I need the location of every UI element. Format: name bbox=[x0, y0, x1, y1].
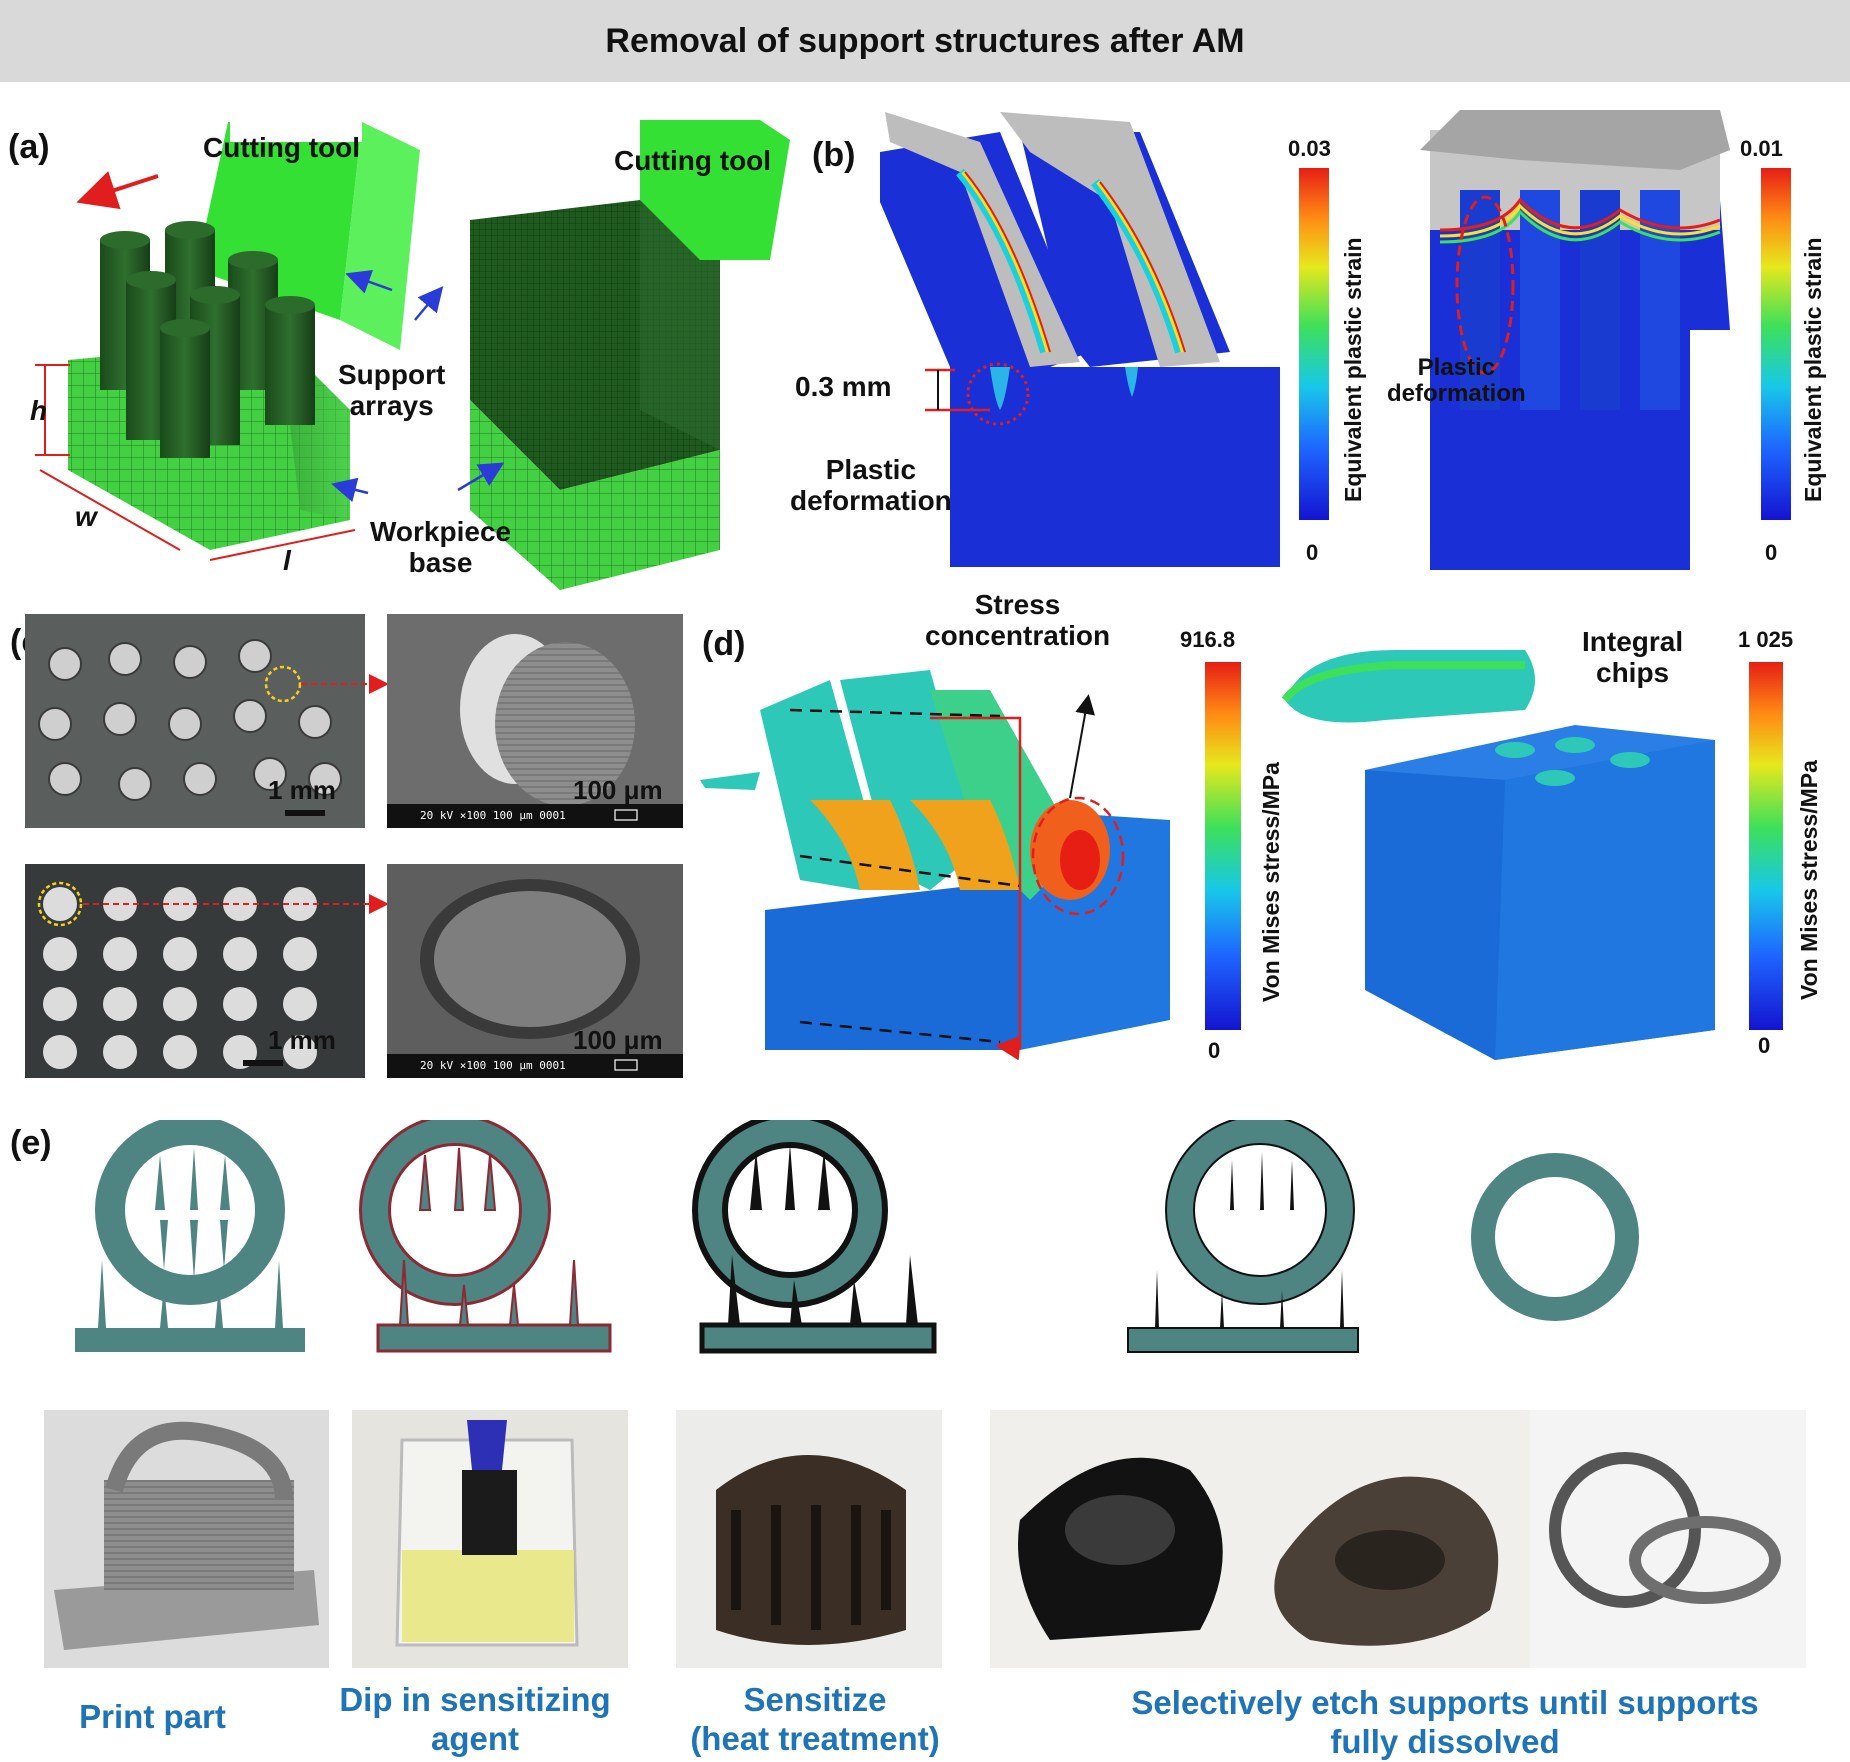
panel-b-left-sim bbox=[880, 112, 1280, 567]
dim-l-label: l bbox=[283, 545, 291, 576]
plastic-deformation-label-left: Plastic deformation bbox=[790, 454, 952, 516]
photo-final-part bbox=[1530, 1410, 1806, 1668]
colorbar-d-right-title: Von Mises stress/MPa bbox=[1796, 760, 1822, 1000]
colorbar-b-right-max: 0.01 bbox=[1740, 136, 1783, 161]
panel-d-left-sim bbox=[700, 670, 1170, 1061]
colorbar-b-left bbox=[1299, 168, 1329, 520]
photo-dip-sensitizing bbox=[352, 1410, 628, 1668]
panel-d-label: (d) bbox=[702, 625, 746, 663]
caption-sensitize: Sensitize (heat treatment) bbox=[690, 1681, 940, 1757]
colorbar-d-left-max: 916.8 bbox=[1180, 627, 1236, 652]
scale-bottom-left: 1 mm bbox=[268, 1025, 336, 1055]
caption-print-part: Print part bbox=[79, 1698, 226, 1735]
colorbar-b-left-min: 0 bbox=[1306, 540, 1319, 565]
caption-etch: Selectively etch supports until supports… bbox=[1131, 1684, 1759, 1760]
colorbar-d-right-min: 0 bbox=[1758, 1033, 1771, 1058]
colorbar-b-left-title: Equivalent plastic strain bbox=[1340, 237, 1366, 502]
photo-sensitize bbox=[676, 1410, 942, 1668]
panel-e-label: (e) bbox=[10, 1124, 52, 1162]
caption-dip: Dip in sensitizing agent bbox=[339, 1681, 611, 1757]
cutting-tool-label-left: Cutting tool bbox=[203, 132, 361, 163]
header-bar: Removal of support structures after AM bbox=[0, 0, 1850, 82]
support-cylinders bbox=[100, 221, 315, 458]
colorbar-b-right bbox=[1761, 168, 1791, 520]
support-arrays-label: Support arrays bbox=[338, 359, 446, 421]
cutting-tool-label-right: Cutting tool bbox=[614, 145, 772, 176]
schematic-print-part bbox=[75, 1120, 305, 1352]
schematic-etch bbox=[1127, 1120, 1359, 1353]
feed-direction-arrow bbox=[76, 171, 159, 210]
dimension-03mm-label: 0.3 mm bbox=[795, 371, 892, 402]
stress-concentration-label: Stress concentration bbox=[925, 589, 1111, 651]
photo-print-part bbox=[44, 1410, 329, 1668]
colorbar-d-left bbox=[1205, 662, 1241, 1030]
cutting-tool-right bbox=[640, 120, 790, 260]
dim-w-label: w bbox=[75, 501, 97, 532]
panel-c-images bbox=[25, 614, 683, 1078]
scale-bottom-right: 100 μm bbox=[573, 1025, 663, 1055]
colorbar-b-right-min: 0 bbox=[1765, 540, 1778, 565]
scale-top-right: 100 μm bbox=[573, 775, 663, 805]
panel-e-schematics bbox=[75, 1120, 1639, 1354]
plastic-deformation-label-right: Plastic deformation bbox=[1387, 354, 1526, 408]
panel-a-diagram bbox=[35, 110, 790, 590]
colorbar-d-right-max: 1 025 bbox=[1738, 627, 1794, 652]
colorbar-d-right bbox=[1749, 662, 1783, 1030]
schematic-dip bbox=[359, 1120, 612, 1353]
panel-b-right-sim bbox=[1420, 110, 1730, 570]
colorbar-b-right-title: Equivalent plastic strain bbox=[1800, 237, 1826, 502]
workpiece-base-right bbox=[470, 400, 720, 590]
panel-d-right-sim bbox=[1281, 650, 1715, 1060]
schematic-sensitize bbox=[692, 1120, 937, 1354]
sem-info-bottom: 20 kV ×100 100 μm 0001 bbox=[420, 1059, 566, 1072]
panel-a-label: (a) bbox=[8, 128, 50, 166]
colorbar-b-left-max: 0.03 bbox=[1288, 136, 1331, 161]
photo-etched-parts bbox=[990, 1410, 1548, 1668]
colorbar-d-left-min: 0 bbox=[1208, 1038, 1221, 1063]
schematic-final-ring bbox=[1471, 1153, 1639, 1321]
integral-chips-label: Integral chips bbox=[1582, 626, 1684, 688]
dim-h-label: h bbox=[30, 395, 48, 426]
figure-title: Removal of support structures after AM bbox=[605, 21, 1245, 60]
panel-b-label: (b) bbox=[812, 136, 856, 174]
sem-info-top: 20 kV ×100 100 μm 0001 bbox=[420, 809, 566, 822]
scale-top-left: 1 mm bbox=[268, 775, 336, 805]
workpiece-base-label: Workpiece base bbox=[370, 516, 512, 578]
